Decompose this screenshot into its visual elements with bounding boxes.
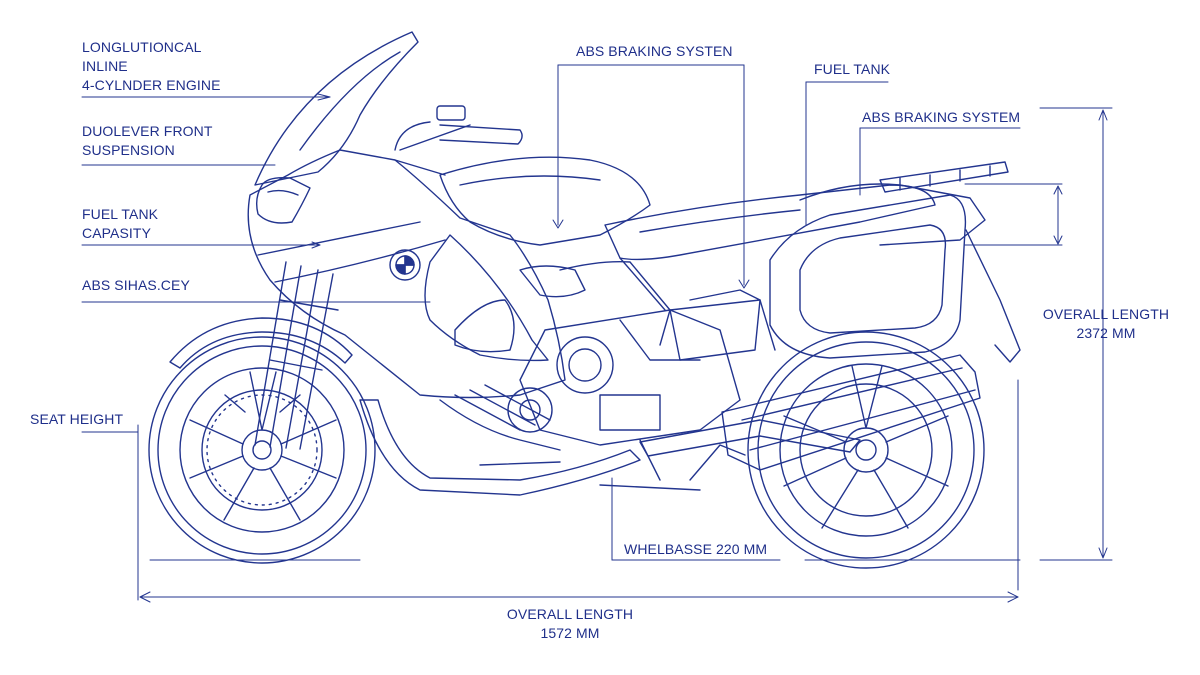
- abs-top-label: ABS BRAKING SYSTEN: [576, 43, 733, 59]
- abs-chassis-label: ABS SIHAS.CEY: [82, 277, 190, 293]
- fuel-tank-label: FUEL TANK: [814, 61, 891, 77]
- brand-roundel: [389, 249, 421, 281]
- overall-length-bottom-line-2: 1572 MM: [540, 625, 600, 641]
- engine-label-line-3: 4-CYLNDER ENGINE: [82, 77, 221, 93]
- overall-length-right-label: OVERALL LENGTH 2372 MM: [1036, 305, 1176, 343]
- engine-label: LONGLUTIONCAL INLINE 4-CYLNDER ENGINE: [82, 38, 221, 95]
- annotation-lines: [81, 64, 1113, 603]
- front-wheel: [148, 336, 376, 564]
- seat: [604, 184, 936, 261]
- windscreen: [254, 31, 419, 186]
- wheelbase-label: WHELBASSE 220 MM: [624, 541, 768, 557]
- seat-height-label: SEAT HEIGHT: [30, 411, 124, 427]
- fuel-capacity-label-line-2: CAPASITY: [82, 225, 152, 241]
- headlight: [255, 176, 311, 224]
- overall-length-right-line-1: OVERALL LENGTH: [1042, 306, 1170, 322]
- abs-right-label: ABS BRAKING SYSTEM: [862, 109, 1021, 125]
- pannier: [769, 194, 967, 359]
- overall-length-bottom-label: OVERALL LENGTH 1572 MM: [490, 605, 650, 643]
- engine-label-line-2: INLINE: [82, 58, 128, 74]
- side-panel: [424, 234, 549, 362]
- frame: [559, 257, 776, 351]
- front-fork: [254, 261, 339, 450]
- overall-length-bottom-line-1: OVERALL LENGTH: [506, 606, 634, 622]
- belly-pan: [359, 399, 641, 496]
- overall-length-right-line-2: 2372 MM: [1076, 325, 1136, 341]
- front-suspension-label-line-1: DUOLEVER FRONT: [82, 123, 213, 139]
- fuel-capacity-label-line-1: FUEL TANK: [82, 206, 159, 222]
- luggage-rack: [879, 161, 1009, 193]
- engine-block: [439, 309, 741, 451]
- fuel-tank: [439, 156, 651, 246]
- front-suspension-label-line-2: SUSPENSION: [82, 142, 175, 158]
- front-suspension-label: DUOLEVER FRONT SUSPENSION: [82, 122, 213, 160]
- handlebar: [394, 105, 523, 176]
- exhaust: [721, 354, 981, 471]
- fuel-capacity-label: FUEL TANK CAPASITY: [82, 205, 158, 243]
- rear-wheel: [747, 331, 985, 569]
- front-fender: [169, 317, 353, 369]
- engine-label-line-1: LONGLUTIONCAL: [82, 39, 202, 55]
